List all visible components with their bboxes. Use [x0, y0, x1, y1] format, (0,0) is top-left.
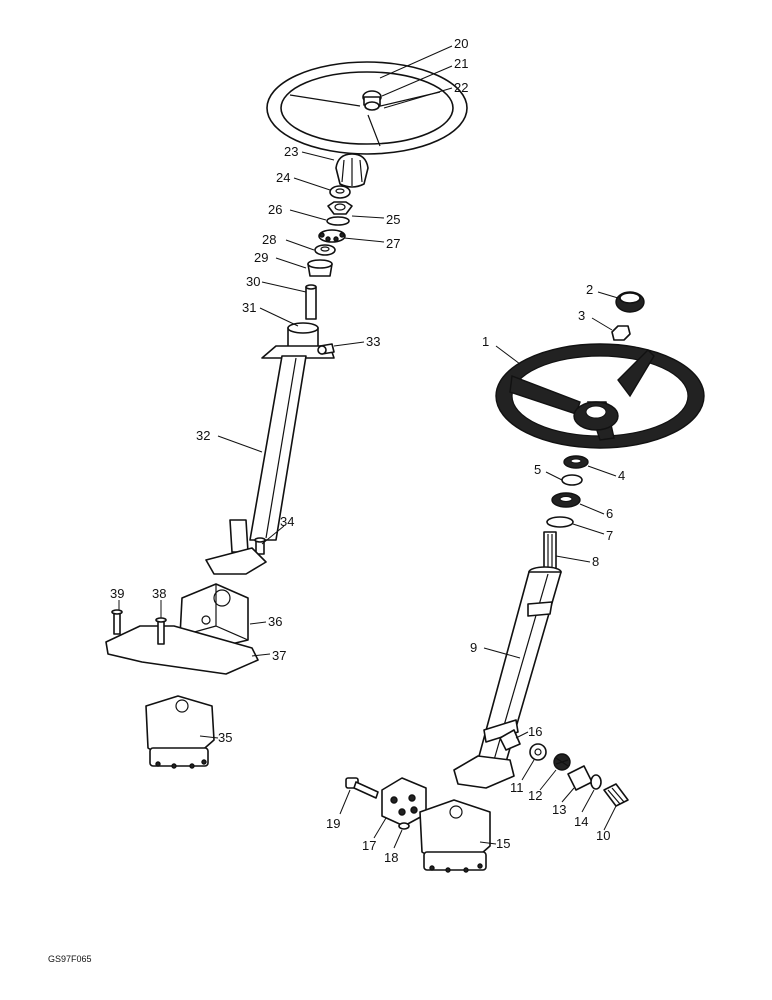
part-15-steering-motor: [419, 799, 491, 873]
part-23-cap: [335, 153, 369, 188]
callout-20: 20: [454, 36, 468, 51]
right-steering-assembly: [345, 291, 705, 873]
part-2-cap: [615, 291, 645, 313]
callout-36: 36: [268, 614, 282, 629]
callout-19: 19: [326, 816, 340, 831]
callout-18: 18: [384, 850, 398, 865]
callout-16: 16: [528, 724, 542, 739]
part-25-nut: [327, 201, 353, 215]
callout-13: 13: [552, 802, 566, 817]
part-37-gasket-plate: [105, 625, 259, 675]
part-31-column-bearing: [261, 322, 335, 359]
callout-15: 15: [496, 836, 510, 851]
part-12-spring: [553, 753, 571, 771]
callout-6: 6: [606, 506, 613, 521]
part-18-o-ring: [398, 822, 410, 830]
part-10-plug: [603, 783, 629, 807]
callout-2: 2: [586, 282, 593, 297]
part-30-steering-shaft: [305, 284, 317, 320]
part-6-bearing: [551, 492, 581, 508]
left-steering-assembly: [105, 61, 468, 769]
callout-32: 32: [196, 428, 210, 443]
part-7-washer: [546, 516, 574, 528]
callout-35: 35: [218, 730, 232, 745]
callout-30: 30: [246, 274, 260, 289]
callout-1: 1: [482, 334, 489, 349]
callout-23: 23: [284, 144, 298, 159]
part-32-steering-column: [229, 355, 307, 553]
callout-25: 25: [386, 212, 400, 227]
part-26-washer: [326, 216, 350, 226]
part-27-bearing: [318, 229, 346, 243]
callout-22: 22: [454, 80, 468, 95]
callout-14: 14: [574, 814, 588, 829]
part-9-steering-column: [453, 566, 562, 789]
callout-17: 17: [362, 838, 376, 853]
part-33-grease-nipple: [317, 343, 335, 355]
callout-4: 4: [618, 468, 625, 483]
part-16-elbow: [499, 729, 521, 751]
part-29-seal: [307, 259, 333, 277]
part-13-relief-valve: [567, 765, 593, 791]
drawing-reference: GS97F065: [48, 954, 92, 964]
callout-12: 12: [528, 788, 542, 803]
callout-31: 31: [242, 300, 256, 315]
part-35-steering-motor: [145, 695, 215, 769]
part-34-bolt: [254, 537, 266, 555]
callout-26: 26: [268, 202, 282, 217]
callout-28: 28: [262, 232, 276, 247]
callout-21: 21: [454, 56, 468, 71]
callout-9: 9: [470, 640, 477, 655]
part-19-bolt: [345, 777, 379, 799]
callout-5: 5: [534, 462, 541, 477]
callout-11: 11: [510, 780, 524, 795]
part-3-nut: [611, 325, 631, 341]
part-4-bearing: [563, 455, 589, 469]
part-5-race: [561, 474, 583, 486]
callout-27: 27: [386, 236, 400, 251]
callout-10: 10: [596, 828, 610, 843]
callout-numbers: 1 2 3 4 5 6 7 8 9 10 11 12 13 14 15 16 1…: [110, 36, 625, 865]
column-flange: [205, 547, 267, 575]
part-39-bolt: [111, 609, 123, 635]
callout-8: 8: [592, 554, 599, 569]
part-28-race: [314, 244, 336, 256]
part-24-nut: [329, 185, 351, 199]
callout-33: 33: [366, 334, 380, 349]
callout-37: 37: [272, 648, 286, 663]
part-1-steering-wheel: [495, 343, 705, 449]
callout-24: 24: [276, 170, 290, 185]
part-11-union: [529, 743, 547, 761]
leader-lines: [118, 45, 619, 849]
part-14-washer: [590, 774, 602, 790]
callout-38: 38: [152, 586, 166, 601]
callout-34: 34: [280, 514, 294, 529]
part-21-horn-button: [362, 90, 382, 111]
callout-7: 7: [606, 528, 613, 543]
callout-39: 39: [110, 586, 124, 601]
callout-3: 3: [578, 308, 585, 323]
part-17-valve-block: [381, 777, 427, 827]
callout-29: 29: [254, 250, 268, 265]
part-8-steering-shaft: [543, 531, 557, 571]
part-38-bolt: [155, 617, 167, 645]
